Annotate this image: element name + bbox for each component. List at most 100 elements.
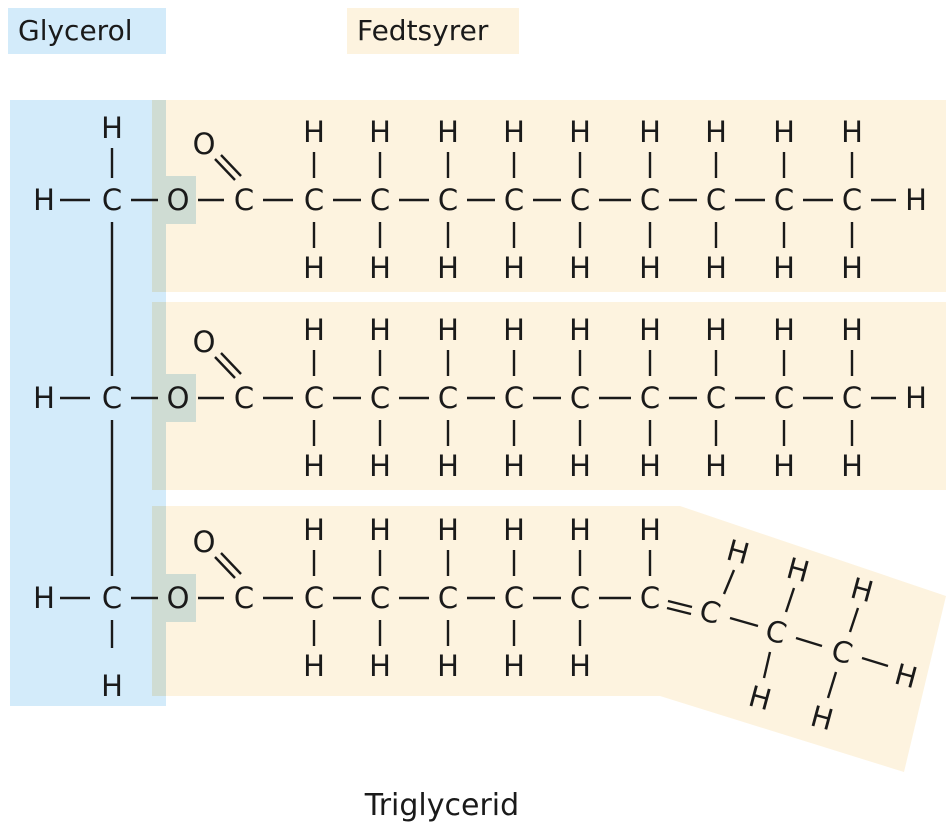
double-bond [214,158,236,181]
carbonyl-oxygen: O [193,525,216,559]
bond [722,569,736,595]
chain-hydrogen: H [369,449,391,483]
chain-hydrogen: H [303,251,325,285]
chain-hydrogen: H [841,449,863,483]
chain-hydrogen: H [569,649,591,683]
chain-carbon: C [640,183,660,217]
glycerol-carbon: C [102,581,122,615]
chain-carbon: C [640,381,660,415]
chain-hydrogen: H [773,313,795,347]
chain-carbon: C [504,581,524,615]
chain-carbon: C [842,183,862,217]
glycerol-hydrogen: H [101,669,123,703]
ester-oxygen-box-2 [152,374,196,422]
chain-hydrogen: H [569,115,591,149]
glycerol-carbon: C [102,381,122,415]
chain-hydrogen: H [437,251,459,285]
chain-hydrogen: H [503,115,525,149]
glycerol-hydrogen: H [33,381,55,415]
chain-carbon: C [570,183,590,217]
chain-carbon: C [774,183,794,217]
chain-hydrogen: H [705,115,727,149]
fatty-acid-region-2 [166,302,946,490]
chain-hydrogen: H [705,251,727,285]
chain-hydrogen: H [639,449,661,483]
ester-oxygen-box-3 [152,574,196,622]
chain-carbon: C [706,183,726,217]
chain-hydrogen: H [503,649,525,683]
chain-hydrogen: H [503,449,525,483]
chain-hydrogen: H [569,449,591,483]
chain-hydrogen: H [437,313,459,347]
chain-carbon: C [570,381,590,415]
ester-oxygen: O [167,381,190,415]
glycerol-hydrogen: H [33,581,55,615]
chain-hydrogen: H [369,313,391,347]
chain-carbon: C [504,183,524,217]
chain-hydrogen: H [773,251,795,285]
chain-carbon: C [304,183,324,217]
glycerol-hydrogen: H [101,111,123,145]
chain-carbon: C [438,581,458,615]
ester-oxygen: O [167,581,190,615]
chain-carbon: C [370,183,390,217]
double-bond [214,556,236,579]
chain-hydrogen: H [437,115,459,149]
chain-hydrogen: H [639,115,661,149]
chain-hydrogen: H [569,513,591,547]
chain-carbon: C [504,381,524,415]
chain-hydrogen: H [503,251,525,285]
chain-hydrogen: H [303,115,325,149]
chain-hydrogen: H [369,115,391,149]
chain-hydrogen: H [569,251,591,285]
chain-hydrogen: H [841,115,863,149]
legend-fatty-acids: Fedtsyrer [347,8,519,54]
chain-hydrogen: H [705,449,727,483]
chain-carbon: C [640,581,660,615]
terminal-hydrogen: H [905,183,927,217]
chain-hydrogen: H [705,313,727,347]
chain-hydrogen: H [303,313,325,347]
legend-glycerol-text: Glycerol [18,14,133,47]
carbonyl-carbon: C [234,381,254,415]
chain-carbon: C [570,581,590,615]
chain-hydrogen: H [437,649,459,683]
bond [848,607,860,633]
chain-hydrogen: H [639,313,661,347]
chain-carbon: C [370,381,390,415]
ester-oxygen-box-1 [152,176,196,224]
chain-hydrogen: H [773,115,795,149]
ester-oxygen: O [167,183,190,217]
chain-carbon: C [438,183,458,217]
legend-glycerol: Glycerol [8,8,166,54]
bond [795,636,823,648]
chain-carbon: C [304,381,324,415]
bond [861,656,889,668]
carbonyl-carbon: C [234,581,254,615]
chain-hydrogen: H [369,649,391,683]
bond [762,651,772,679]
chain-hydrogen: H [639,513,661,547]
chain-hydrogen: H [841,313,863,347]
chain-hydrogen: H [503,313,525,347]
chain-hydrogen: H [369,251,391,285]
double-bond [220,552,242,575]
bond [784,587,796,613]
carbonyl-oxygen: O [193,127,216,161]
chain-hydrogen: H [437,513,459,547]
chain-carbon: C [370,581,390,615]
double-bond [214,356,236,379]
chain-carbon: C [706,381,726,415]
chain-hydrogen: H [841,251,863,285]
glycerol-carbon: C [102,183,122,217]
legend-fatty-acids-text: Fedtsyrer [357,14,489,47]
chain-carbon: C [842,381,862,415]
chain-hydrogen: H [503,513,525,547]
double-bond [666,606,692,616]
fatty-acid-region-3 [166,506,946,772]
caption: Triglycerid [364,788,520,823]
chain-hydrogen: H [569,313,591,347]
chain-hydrogen: H [369,513,391,547]
chain-hydrogen: H [639,251,661,285]
